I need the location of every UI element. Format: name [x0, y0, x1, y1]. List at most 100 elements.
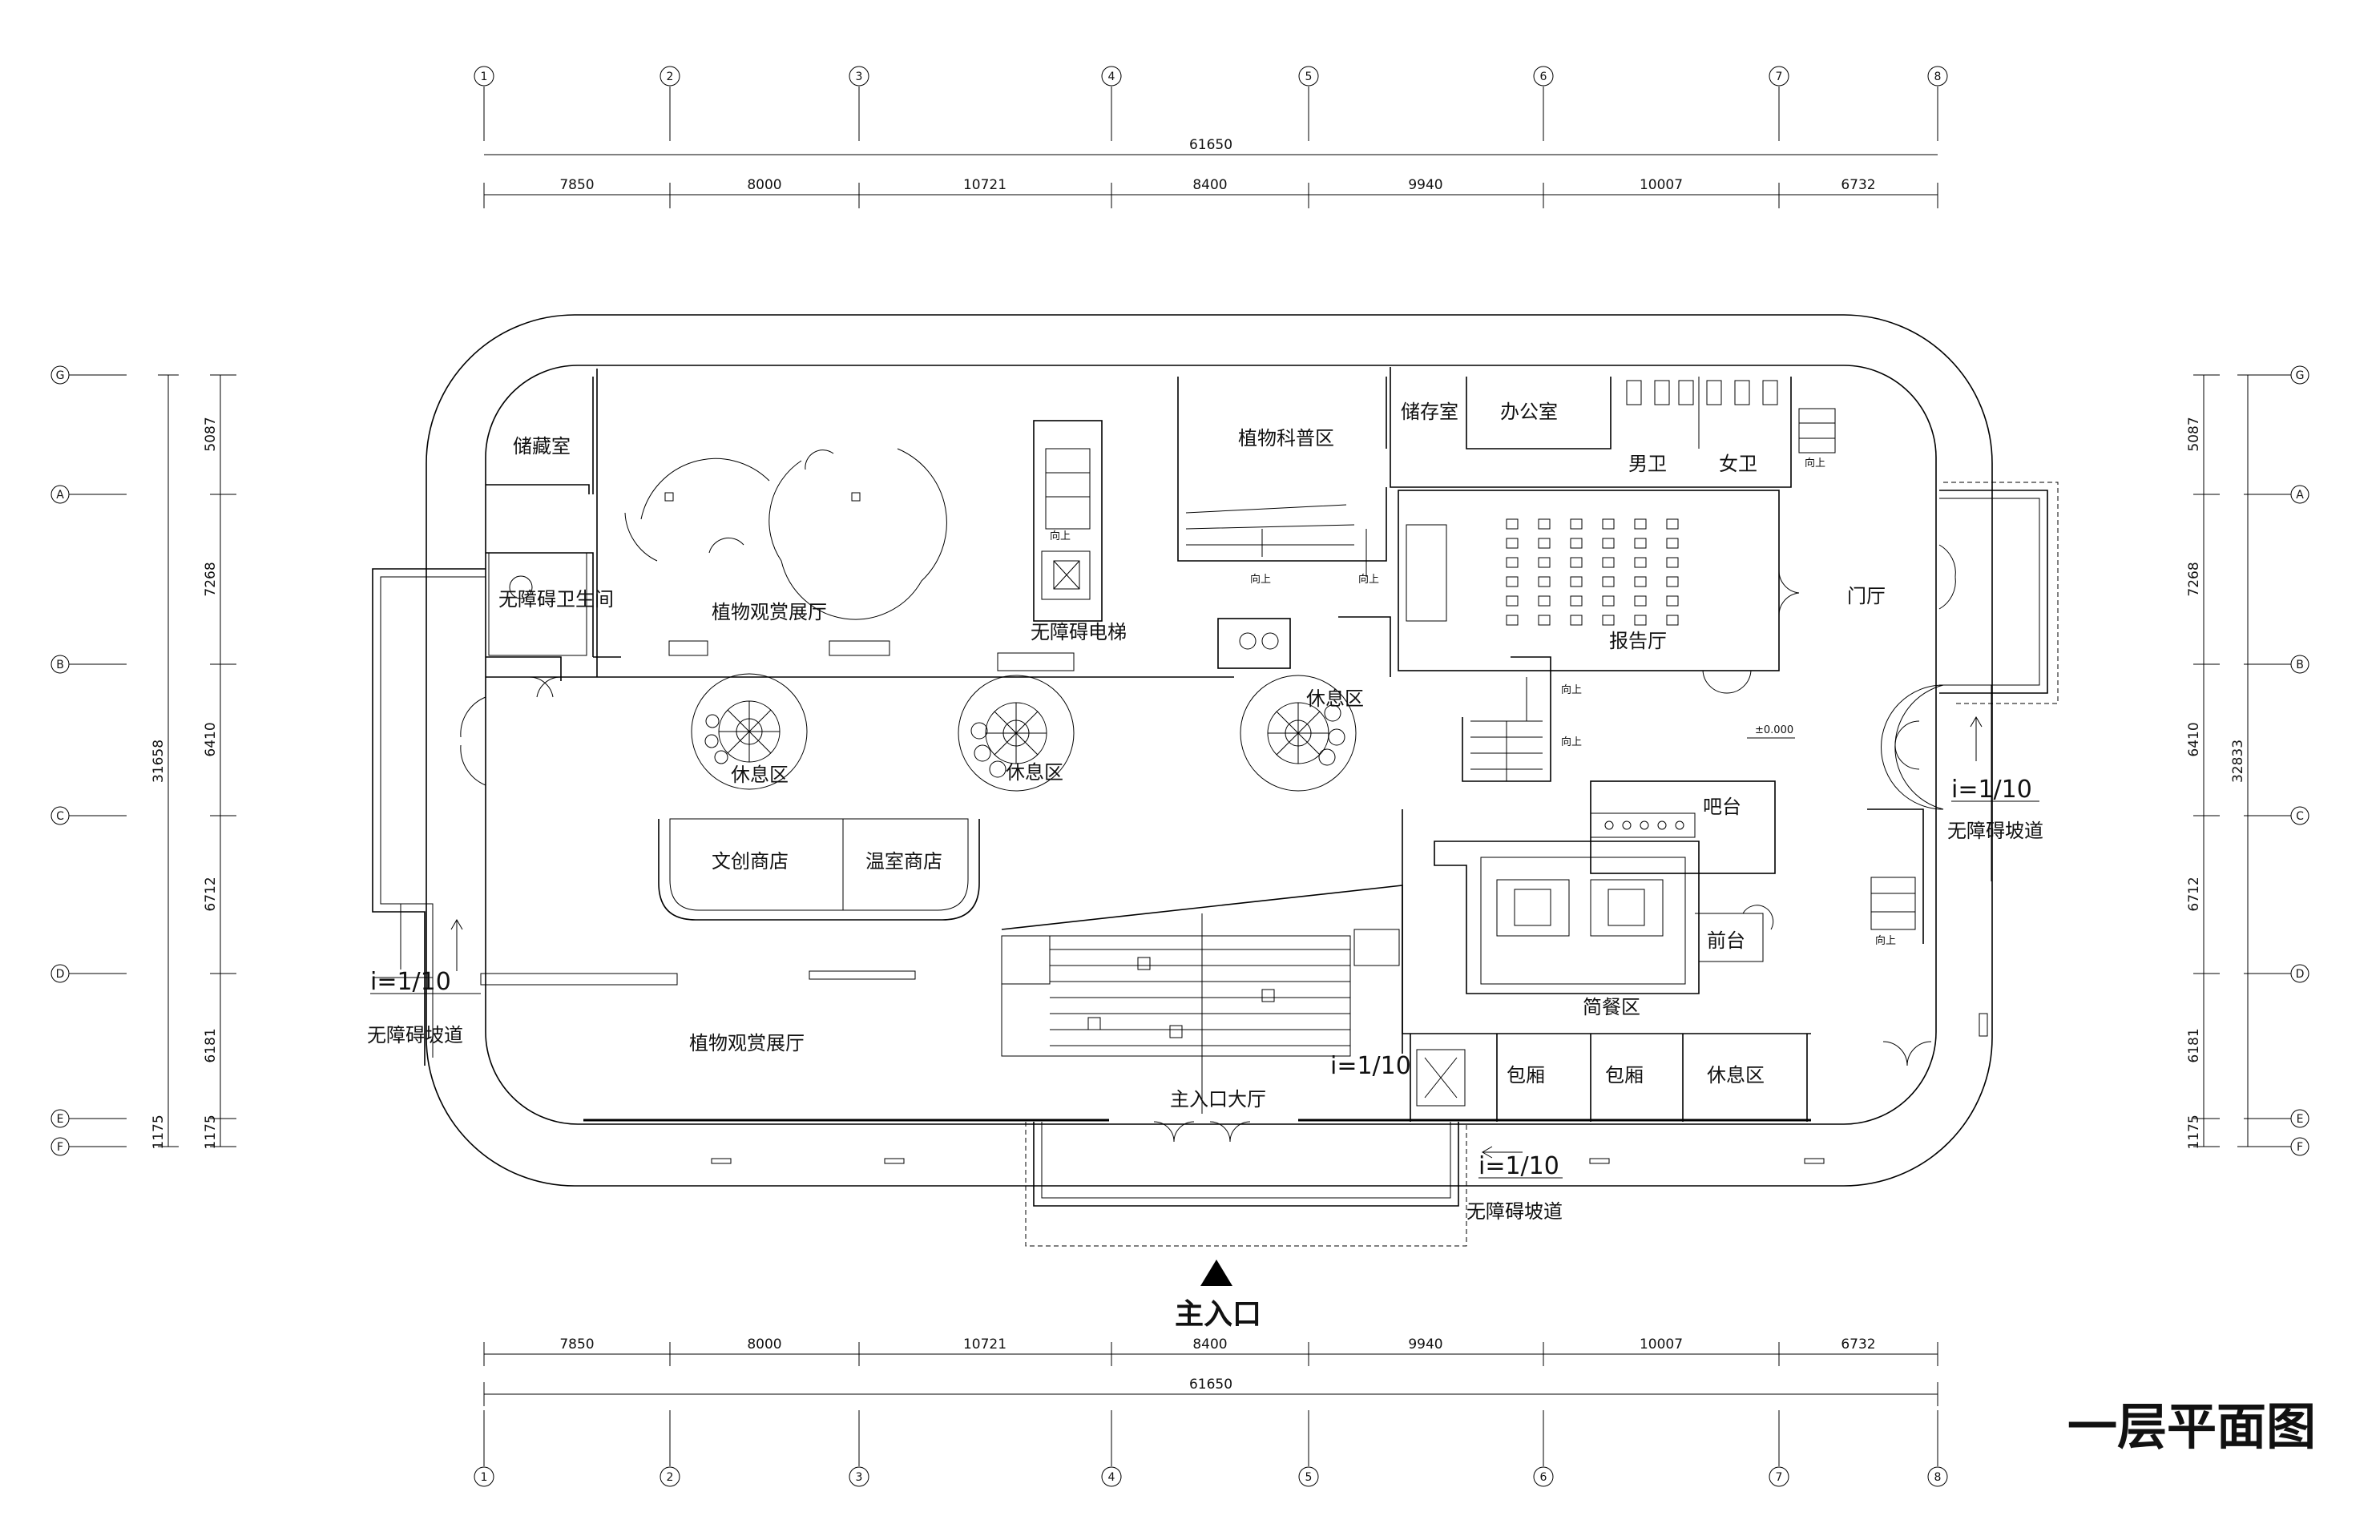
exhibit-arc-1: [640, 458, 770, 520]
dim-seg-5-bottom: 9940: [1408, 1336, 1442, 1353]
west-room-walls: [486, 377, 621, 681]
dim-ticks-top: [483, 183, 1938, 208]
outer-landscape-boundary: [426, 314, 1993, 1187]
shops-outer-wall: [658, 819, 980, 921]
south-ramp-outer: [1033, 1122, 1459, 1207]
column-axes: 1 2 3 4 5 6 7 8 1 2 3 4 5 6 7 8: [474, 66, 1948, 1487]
stair-up-label-core: 向上: [1050, 530, 1071, 542]
lecture-stage: [1406, 524, 1447, 622]
main-stair-treads: [1050, 949, 1350, 1046]
snack-table-2: [1608, 889, 1645, 926]
se-stair-shaft: [1416, 1049, 1466, 1107]
lower-exhibit-bench-2: [809, 970, 916, 980]
svg-text:8: 8: [1934, 1471, 1942, 1484]
label-rest-area-mid: 休息区: [1006, 761, 1063, 784]
label-ramp-bottom: 无障碍坡道: [1466, 1200, 1563, 1223]
room-labels: 储藏室 无障碍卫生间 植物观赏展厅 无障碍电梯 植物科普区 储存室 办公室 男卫…: [498, 401, 1886, 1111]
snack-area-walls: [1434, 841, 1700, 994]
label-bar-counter: 吧台: [1703, 796, 1741, 818]
west-ramp-outer: [372, 568, 486, 1066]
exhibit-bench-2: [829, 640, 890, 656]
exhibit-arc-2: [624, 512, 658, 562]
elevation-mark: ±0.000: [1755, 724, 1793, 736]
plant-science-walls: [1177, 377, 1387, 562]
column-axis-3-top: 3: [849, 66, 869, 141]
row-axis-C-left: C: [50, 806, 127, 825]
dim-ticks-left: [210, 374, 236, 1147]
column-axis-4-bottom: 4: [1101, 1410, 1122, 1487]
label-accessible-elevator: 无障碍电梯: [1031, 621, 1127, 643]
pantry-counter: [1217, 618, 1291, 669]
svg-text:1: 1: [481, 1471, 488, 1484]
svg-text:6: 6: [1540, 71, 1547, 83]
dim-seg-1-bottom: 7850: [559, 1336, 594, 1353]
accessible-toilet-walls: [488, 552, 587, 656]
exhibit-bench-1: [668, 640, 708, 656]
main-stair-marker-1: [1137, 957, 1151, 970]
stair-up-label-central: 向上: [1561, 683, 1582, 696]
label-reception: 前台: [1707, 929, 1745, 952]
main-hall-pillar: [1353, 929, 1400, 966]
row-axis-D-left: D: [50, 964, 127, 983]
se-block-wall: [1402, 809, 1811, 1034]
svg-text:B: B: [2296, 659, 2304, 671]
dim-seg-6-left: 1175: [203, 1115, 219, 1149]
label-slope-hall: i=1/10: [1330, 1052, 1411, 1080]
svg-text:C: C: [2296, 810, 2304, 823]
stair-core-walls: [1033, 420, 1103, 622]
lecture-seats: [1506, 518, 1679, 626]
central-stair-treads: [1470, 720, 1543, 781]
dim-seg-7-top: 6732: [1841, 177, 1875, 193]
svg-text:1: 1: [481, 71, 488, 83]
label-rest-area-right: 休息区: [1306, 687, 1364, 710]
label-ramp-left: 无障碍坡道: [367, 1024, 463, 1046]
svg-text:4: 4: [1108, 71, 1115, 83]
lecture-south-door-icon: [1702, 670, 1752, 694]
toilet-fixture-icon: [509, 575, 533, 599]
row-axis-B-right: B: [2244, 655, 2309, 674]
east-stair-walls: [1867, 808, 1924, 944]
dim-seg-6-top: 10007: [1640, 177, 1683, 193]
column-axis-8-top: 8: [1927, 66, 1948, 141]
svg-text:E: E: [2297, 1113, 2304, 1126]
se-door-icon: [1882, 1041, 1932, 1066]
east-bollard: [1979, 1013, 1988, 1037]
label-culture-shop: 文创商店: [712, 850, 789, 873]
main-stair-marker-4: [1169, 1025, 1183, 1038]
wc-stalls: [1626, 380, 1778, 405]
exhibit-arc-5: [708, 537, 744, 554]
exhibit-column-2: [851, 492, 861, 502]
column-axis-5-top: 5: [1298, 66, 1319, 141]
main-stair-landing-left: [1001, 935, 1051, 985]
dimension-top: 61650 7850 8000 10721 8400 9940 10007 67…: [483, 137, 1938, 208]
dim-seg-1-top: 7850: [559, 177, 594, 193]
svg-text:2: 2: [667, 71, 674, 83]
exhibit-arc-3: [768, 448, 947, 620]
zone-plant-science: 向上 向上: [1177, 377, 1391, 677]
elevator-car-icon: [1053, 560, 1080, 590]
snack-area-inner: [1480, 857, 1686, 985]
label-private-room-2: 包厢: [1605, 1064, 1644, 1086]
row-axis-E-left: E: [50, 1109, 127, 1128]
dim-seg-3-right: 6410: [2186, 722, 2202, 756]
label-men-wc: 男卫: [1628, 453, 1667, 475]
svg-text:7: 7: [1776, 1471, 1783, 1484]
partition-door-icon: [528, 676, 562, 698]
dim-seg-4-left: 6712: [203, 877, 219, 911]
dim-seg-3-bottom: 10721: [963, 1336, 1006, 1353]
east-door-icon: [1938, 544, 1956, 610]
se-shaft-cross-icon: [1424, 1057, 1458, 1099]
east-stair-treads: [1870, 877, 1916, 930]
stair-up-label-ne: 向上: [1805, 457, 1825, 470]
label-slope-right: i=1/10: [1951, 776, 2032, 804]
svg-text:F: F: [57, 1141, 63, 1154]
svg-text:6: 6: [1540, 1471, 1547, 1484]
row-axis-C-right: C: [2244, 806, 2309, 825]
zone-west: [372, 377, 1234, 1066]
dimension-left: 31658 5087 7268 6410 6712 6181 1175 1175: [151, 374, 236, 1150]
reception-desk: [1695, 913, 1764, 962]
building-outline: [426, 314, 1993, 1187]
row-axis-B-left: B: [50, 655, 127, 674]
main-stair-block: [1001, 935, 1351, 1057]
